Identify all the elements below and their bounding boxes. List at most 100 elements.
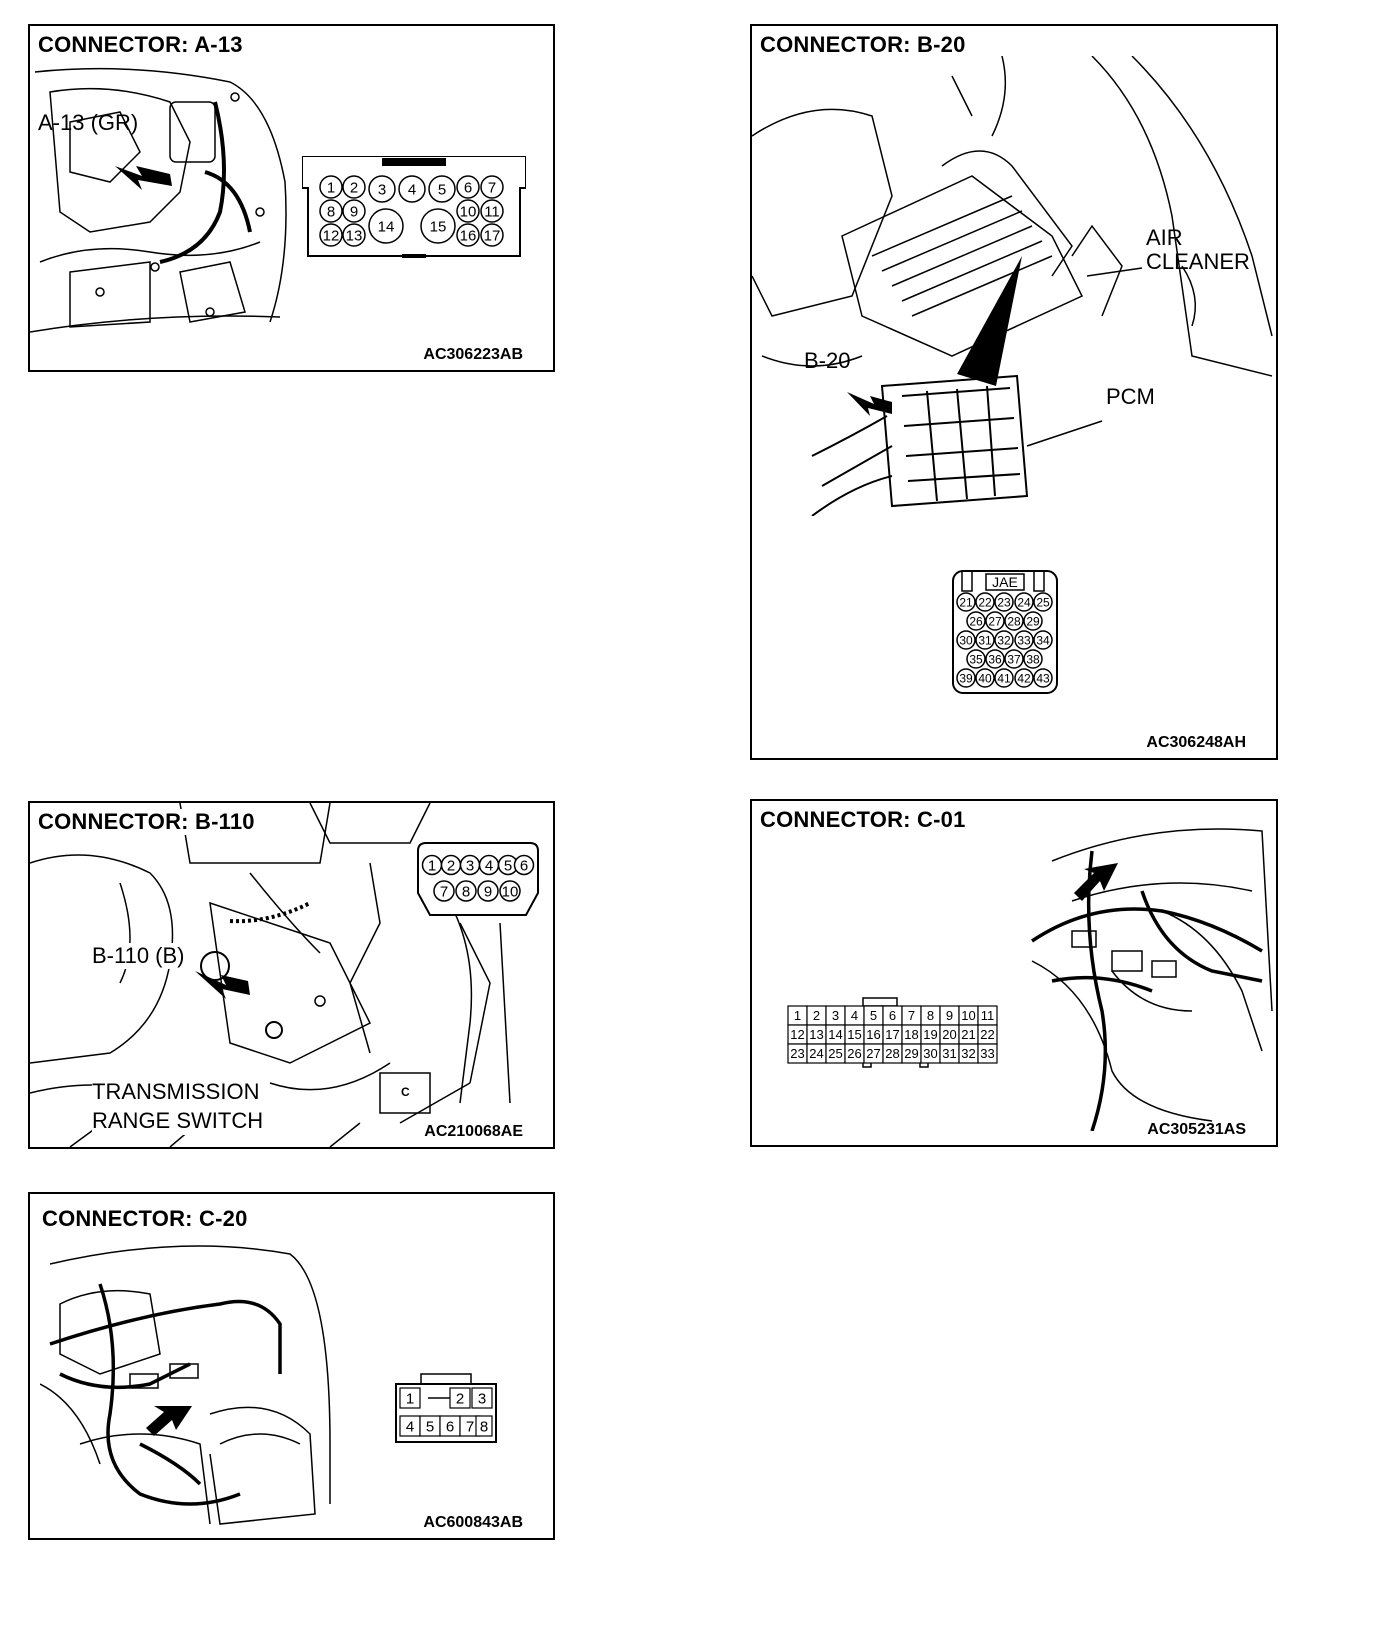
pin-10: 10: [958, 1005, 979, 1026]
pin-19: 19: [920, 1024, 941, 1045]
pin-3: 3: [471, 1387, 493, 1409]
pin-5: 5: [863, 1005, 884, 1026]
pin-5: 5: [428, 175, 456, 203]
svg-text:31: 31: [942, 1046, 956, 1061]
svg-text:41: 41: [997, 671, 1011, 685]
svg-text:2: 2: [447, 857, 455, 874]
pin-6: 6: [439, 1415, 461, 1437]
pin-6: 6: [882, 1005, 903, 1026]
pin-27: 27: [863, 1043, 884, 1064]
pin-20: 20: [939, 1024, 960, 1045]
svg-text:8: 8: [480, 1418, 488, 1435]
pin-8: 8: [475, 1415, 493, 1437]
svg-text:6: 6: [446, 1418, 454, 1435]
pin-6: 6: [513, 854, 535, 876]
callout-label: B-20: [804, 348, 851, 373]
air-cleaner-label-line1: AIR: [1146, 225, 1183, 250]
pin-25: 25: [825, 1043, 846, 1064]
pin-7: 7: [433, 880, 455, 902]
pin-31: 31: [939, 1043, 960, 1064]
svg-text:8: 8: [327, 203, 335, 220]
pin-13: 13: [806, 1024, 827, 1045]
pin-8: 8: [920, 1005, 941, 1026]
pin-26: 26: [844, 1043, 865, 1064]
svg-text:7: 7: [488, 179, 496, 196]
pin-7: 7: [480, 175, 504, 199]
pin-12: 12: [787, 1024, 808, 1045]
pin-21: 21: [956, 592, 976, 612]
panel-title: CONNECTOR: C-01: [760, 807, 966, 832]
connector-brand: JAE: [992, 574, 1018, 590]
pin-29: 29: [901, 1043, 922, 1064]
svg-text:22: 22: [978, 595, 992, 609]
svg-text:4: 4: [485, 857, 493, 874]
air-cleaner-label: AIR CLEANER: [1146, 226, 1250, 274]
svg-text:9: 9: [484, 883, 492, 900]
svg-text:18: 18: [904, 1027, 918, 1042]
pin-3: 3: [459, 854, 481, 876]
svg-text:21: 21: [961, 1027, 975, 1042]
callout-label: A-13 (GR): [38, 110, 139, 135]
svg-text:5: 5: [504, 857, 512, 874]
svg-text:28: 28: [885, 1046, 899, 1061]
svg-text:12: 12: [790, 1027, 804, 1042]
pin-27: 27: [985, 611, 1005, 631]
svg-text:1: 1: [327, 179, 335, 196]
transmission-illustration: [30, 803, 511, 1147]
svg-text:1: 1: [428, 857, 436, 874]
pin-29: 29: [1023, 611, 1043, 631]
air-cleaner-label-line2: CLEANER: [1146, 249, 1250, 274]
svg-text:12: 12: [323, 227, 340, 244]
svg-text:3: 3: [466, 857, 474, 874]
svg-text:29: 29: [904, 1046, 918, 1061]
pin-7: 7: [901, 1005, 922, 1026]
pin-21: 21: [958, 1024, 979, 1045]
pin-9: 9: [342, 199, 366, 223]
svg-text:11: 11: [484, 203, 500, 220]
engine-bay-illustration: [30, 67, 287, 333]
svg-text:4: 4: [851, 1008, 858, 1023]
pin-34: 34: [1033, 630, 1053, 650]
svg-text:24: 24: [1017, 595, 1031, 609]
svg-text:15: 15: [847, 1027, 861, 1042]
pin-8: 8: [319, 199, 343, 223]
center-console-illustration: [40, 1245, 331, 1525]
panel-title: CONNECTOR: B-110: [38, 809, 259, 835]
pin-36: 36: [985, 649, 1005, 669]
pin-2: 2: [440, 854, 462, 876]
pin-35: 35: [966, 649, 986, 669]
svg-text:7: 7: [908, 1008, 915, 1023]
svg-text:8: 8: [462, 883, 470, 900]
svg-text:26: 26: [969, 614, 983, 628]
panel-title: CONNECTOR: C-20: [42, 1206, 248, 1231]
svg-text:37: 37: [1007, 652, 1021, 666]
svg-text:6: 6: [464, 179, 472, 196]
svg-text:42: 42: [1017, 671, 1031, 685]
svg-text:5: 5: [426, 1418, 434, 1435]
figure-code: AC210068AE: [424, 1123, 523, 1140]
svg-text:23: 23: [790, 1046, 804, 1061]
panel-title: CONNECTOR: B-20: [760, 32, 966, 57]
svg-text:15: 15: [430, 218, 447, 235]
svg-text:11: 11: [981, 1008, 995, 1023]
pin-28: 28: [1004, 611, 1024, 631]
pin-12: 12: [319, 223, 343, 247]
pin-13: 13: [342, 223, 366, 247]
pin-31: 31: [975, 630, 995, 650]
pin-37: 37: [1004, 649, 1024, 669]
svg-text:4: 4: [406, 1418, 414, 1435]
svg-text:2: 2: [456, 1390, 464, 1407]
svg-text:16: 16: [460, 227, 477, 244]
pin-23: 23: [994, 592, 1014, 612]
svg-text:13: 13: [346, 227, 363, 244]
svg-text:27: 27: [866, 1046, 880, 1061]
pin-42: 42: [1014, 668, 1034, 688]
pin-22: 22: [975, 592, 995, 612]
pin-32: 32: [958, 1043, 979, 1064]
pin-38: 38: [1023, 649, 1043, 669]
svg-text:26: 26: [847, 1046, 861, 1061]
svg-text:32: 32: [997, 633, 1011, 647]
pin-14: 14: [368, 208, 404, 244]
svg-text:10: 10: [502, 883, 519, 900]
